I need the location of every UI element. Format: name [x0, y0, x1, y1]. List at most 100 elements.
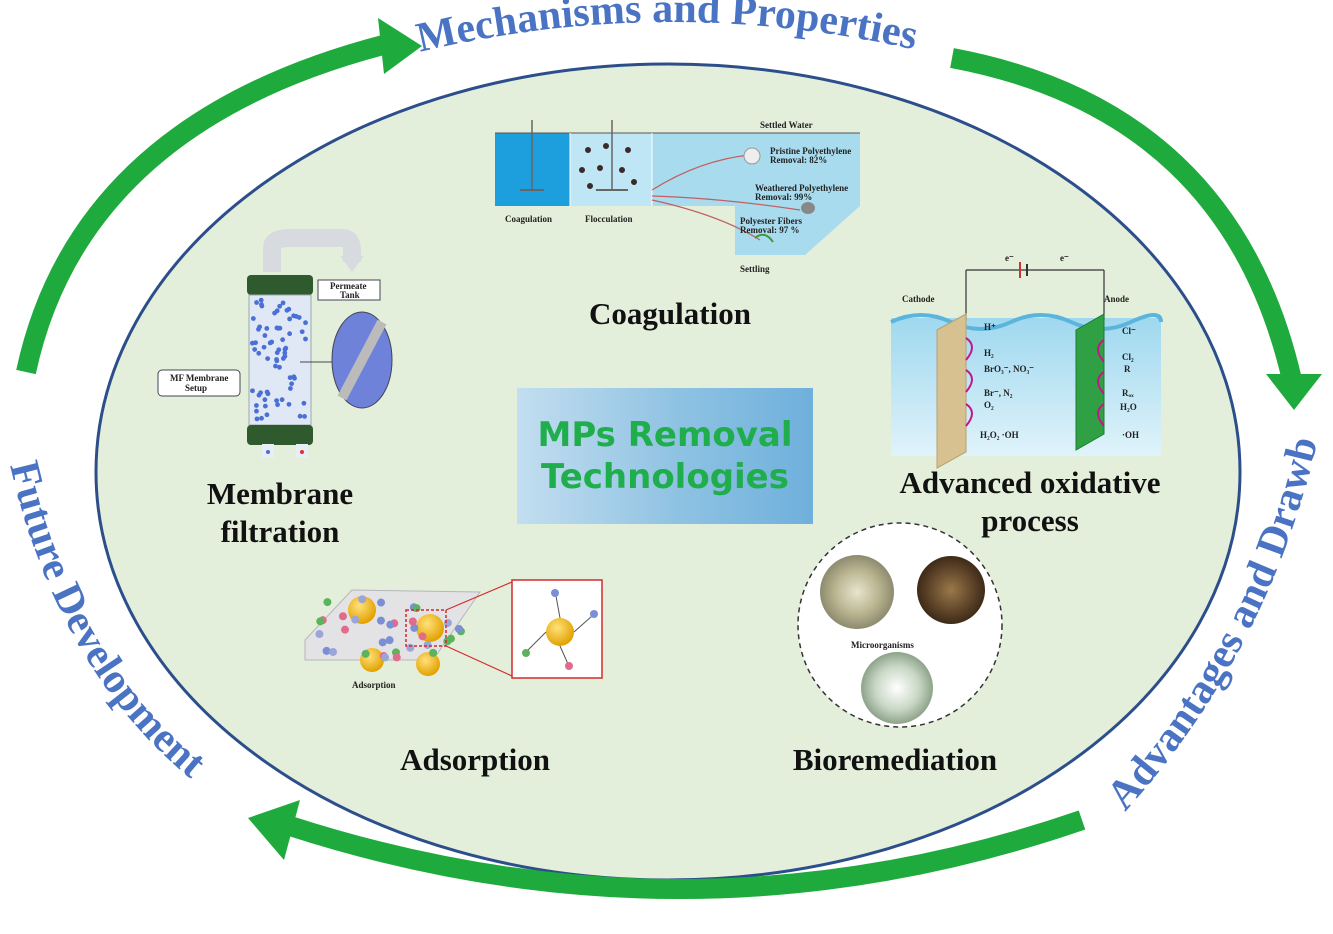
membrane-particle: [261, 344, 267, 350]
membrane-particle: [287, 375, 293, 381]
membrane-particle: [259, 415, 264, 421]
adsorption-bead: [381, 653, 390, 662]
membrane-particle: [250, 316, 256, 321]
label-coagulation: Coagulation: [589, 296, 751, 331]
adsorption-illustration: Adsorption: [304, 579, 603, 690]
membrane-particle: [252, 347, 258, 352]
aop-cathode-label: Cathode: [902, 294, 935, 304]
membrane-particle: [265, 356, 271, 361]
membrane-particle: [256, 350, 262, 356]
aop-a-h2o: H₂O: [1120, 402, 1137, 412]
membrane-particle: [254, 408, 259, 414]
membrane-particle: [299, 329, 305, 335]
bio-caption: Microorganisms: [851, 640, 914, 650]
membrane-particle: [257, 324, 263, 330]
aop-electron-right: e⁻: [1060, 253, 1069, 263]
membrane-particle: [253, 403, 259, 408]
adsorption-bead: [418, 632, 427, 641]
arrow-bottom: [248, 800, 1086, 900]
adsorption-bead: [361, 649, 370, 658]
adsorption-bead: [454, 624, 463, 633]
adsorption-caption: Adsorption: [352, 680, 396, 690]
coagulation-illustration: Settled Water Coagulation Flocculation S…: [495, 120, 860, 274]
adsorption-bead: [392, 653, 401, 662]
aop-illustration: Cathode Anode e⁻ e⁻ H⁺ H₂ BrO₃⁻, NO₃⁻ Br…: [890, 253, 1163, 469]
aop-a-cl: Cl⁻: [1122, 326, 1136, 336]
arrow-top-left: [16, 18, 422, 375]
membrane-particle: [280, 337, 286, 343]
membrane-particle: [282, 353, 288, 359]
adsorption-bead: [410, 623, 419, 632]
aop-a-r: R: [1124, 364, 1131, 374]
adsorption-bead: [443, 618, 452, 627]
label-bioremediation: Bioremediation: [792, 742, 998, 777]
membrane-particle: [256, 392, 262, 398]
membrane-particle: [282, 350, 288, 356]
center-title-line1: MPs Removal: [537, 415, 793, 455]
adsorption-bead: [423, 640, 432, 649]
adsorption-bead: [377, 598, 386, 607]
membrane-particle: [254, 300, 259, 305]
membrane-particle: [277, 364, 282, 370]
label-aop-line1: Advanced oxidative: [899, 465, 1161, 500]
membrane-setup-line2: Setup: [185, 383, 207, 393]
adsorption-bead: [386, 620, 395, 629]
membrane-particle: [277, 303, 283, 309]
coag-item3-name: Polyester Fibers: [740, 216, 803, 226]
membrane-particle: [275, 325, 281, 331]
aop-a-oh: ·OH: [1122, 430, 1139, 440]
coag-item3-removal: Removal: 97 %: [740, 225, 800, 235]
membrane-particle: [254, 416, 260, 422]
membrane-particle: [264, 326, 270, 331]
membrane-setup-line1: MF Membrane: [170, 373, 228, 383]
membrane-particle: [267, 340, 273, 346]
membrane-particle: [276, 347, 282, 353]
label-aop-line2: process: [981, 503, 1079, 538]
membrane-particle: [280, 300, 286, 306]
adsorption-bead: [385, 636, 394, 645]
aop-a-rox: Rₒₓ: [1122, 388, 1134, 398]
membrane-particle: [293, 313, 299, 319]
label-advanced-oxidative-process: Advanced oxidative process: [860, 464, 1200, 540]
adsorption-bead: [443, 637, 452, 646]
adsorption-bead: [408, 617, 417, 626]
membrane-particle: [284, 307, 290, 313]
coag-stage1-label: Coagulation: [505, 214, 552, 224]
membrane-particle: [274, 357, 279, 362]
membrane-particle: [287, 331, 293, 337]
membrane-tank: Tank: [340, 290, 360, 300]
aop-c-o2: O₂: [984, 400, 994, 410]
adsorption-bead: [429, 648, 438, 657]
aop-anode-label: Anode: [1104, 294, 1129, 304]
membrane-particle: [272, 310, 277, 316]
adsorption-bead: [378, 638, 387, 647]
membrane-particle: [301, 400, 307, 406]
membrane-particle: [283, 345, 289, 351]
adsorption-bead: [351, 615, 360, 624]
membrane-particle: [262, 333, 268, 338]
membrane-particle: [253, 340, 258, 346]
arc-label-top-text: Mechanisms and Properties: [412, 0, 922, 62]
membrane-particle: [264, 389, 270, 395]
bioremediation-illustration: Microorganisms: [797, 522, 1003, 728]
label-adsorption: Adsorption: [400, 742, 550, 777]
adsorption-bead: [322, 646, 331, 655]
membrane-particle: [288, 386, 293, 391]
aop-c-h2: H₂: [984, 348, 994, 358]
adsorption-bead: [316, 617, 325, 626]
coag-stage2-label: Flocculation: [585, 214, 633, 224]
adsorption-bead: [338, 612, 347, 621]
aop-electron-left: e⁻: [1005, 253, 1014, 263]
label-membrane-line2: filtration: [220, 514, 340, 549]
membrane-particle: [259, 302, 264, 307]
membrane-particle: [262, 403, 268, 409]
membrane-particle: [291, 374, 297, 380]
coag-item2-removal: Removal: 99%: [755, 192, 812, 202]
adsorption-bead: [329, 647, 338, 656]
coag-item1-name: Pristine Polyethylene: [770, 146, 851, 156]
coag-item1-removal: Removal: 82%: [770, 155, 827, 165]
arc-label-top: Mechanisms and Properties: [412, 0, 922, 62]
aop-c-h: H⁺: [984, 322, 996, 332]
membrane-particle: [262, 397, 268, 403]
aop-c-bro3: BrO₃⁻, NO₃⁻: [984, 364, 1034, 374]
